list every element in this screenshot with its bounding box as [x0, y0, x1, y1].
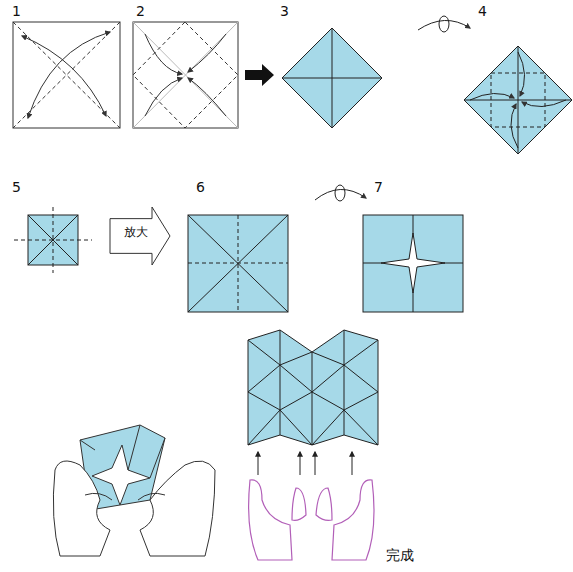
step1-square	[13, 22, 120, 128]
pink-hands	[249, 480, 374, 560]
step-number: 6	[196, 180, 205, 194]
turn-over-arrow	[418, 16, 470, 32]
caption-text: 完成	[386, 548, 414, 562]
next-arrow	[245, 64, 274, 86]
step-number: 2	[136, 4, 145, 18]
step3-diamond	[282, 28, 382, 128]
step-number: 3	[280, 4, 289, 18]
hands-holding-model	[53, 425, 215, 556]
step5-small-square	[14, 207, 92, 273]
step2-square	[133, 22, 238, 128]
push-arrows	[258, 452, 352, 475]
turn-over-arrow	[315, 185, 366, 201]
step7-square	[363, 215, 463, 312]
step-number: 4	[478, 4, 487, 18]
step-number: 7	[374, 180, 383, 194]
step4-diamond	[464, 46, 572, 154]
finished-model	[248, 330, 378, 445]
step-number: 1	[12, 4, 21, 18]
enlarge-arrow: 放大	[108, 205, 172, 267]
step6-square	[188, 215, 288, 312]
step-number: 5	[12, 180, 21, 194]
arrow-label: 放大	[108, 224, 164, 241]
